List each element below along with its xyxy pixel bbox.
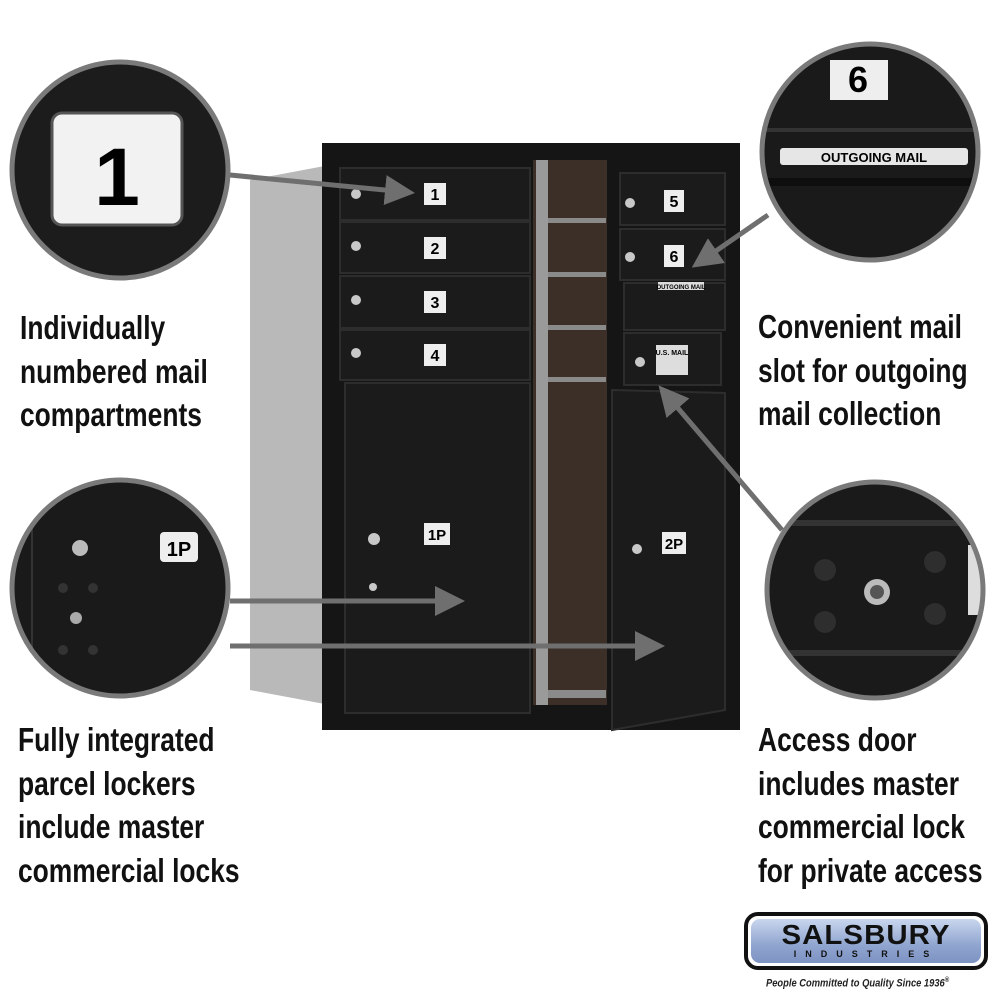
- compartment-tags: 1 2 3 4 5 6 1P 2P OUTGOING MAIL U.S. MAI…: [424, 183, 706, 554]
- callout-top-left: 1: [9, 59, 231, 281]
- svg-text:4: 4: [431, 348, 440, 365]
- caption-line: Fully integrated: [18, 721, 215, 758]
- callout-bottom-right: [764, 479, 986, 701]
- cabinet-side: [250, 165, 330, 705]
- caption-line: commercial locks: [18, 851, 240, 889]
- tagline-text: People Committed to Quality Since 1936: [766, 977, 945, 990]
- caption-line: parcel lockers: [18, 764, 196, 802]
- caption-compartments: Individually numbered mail compartments: [20, 306, 208, 437]
- caption-line: Individually: [20, 309, 166, 346]
- svg-text:1: 1: [94, 132, 140, 223]
- svg-text:3: 3: [431, 295, 440, 312]
- salsbury-logo: SALSBURY INDUSTRIES: [744, 912, 988, 970]
- caption-access-door: Access door includes master commercial l…: [758, 718, 983, 892]
- caption-line: includes master: [758, 764, 960, 802]
- svg-text:OUTGOING MAIL: OUTGOING MAIL: [821, 150, 927, 165]
- locks: [351, 189, 645, 591]
- caption-line: include master: [18, 808, 205, 845]
- caption-parcel-lockers: Fully integrated parcel lockers include …: [18, 718, 240, 892]
- caption-outgoing-slot: Convenient mail slot for outgoing mail c…: [758, 305, 968, 436]
- svg-text:2: 2: [431, 241, 440, 258]
- caption-line: mail collection: [758, 395, 942, 432]
- caption-line: slot for outgoing: [758, 351, 968, 389]
- caption-line: for private access: [758, 851, 983, 889]
- svg-text:2P: 2P: [665, 536, 683, 553]
- callout-top-right: 6 OUTGOING MAIL: [759, 41, 981, 263]
- caption-line: Convenient mail: [758, 308, 962, 345]
- svg-text:5: 5: [670, 194, 679, 211]
- logo-tagline: People Committed to Quality Since 1936®: [766, 977, 949, 990]
- logo-name: SALSBURY: [781, 919, 951, 950]
- svg-text:1: 1: [431, 187, 440, 204]
- svg-text:OUTGOING MAIL: OUTGOING MAIL: [657, 285, 706, 291]
- registered-mark: ®: [944, 977, 950, 984]
- svg-text:6: 6: [848, 59, 868, 100]
- caption-line: Access door: [758, 721, 917, 758]
- callout-arrows: [229, 172, 784, 661]
- caption-line: commercial lock: [758, 808, 965, 845]
- svg-text:1P: 1P: [167, 539, 191, 561]
- svg-text:6: 6: [670, 249, 679, 266]
- caption-line: numbered mail: [20, 352, 208, 390]
- svg-text:U.S. MAIL: U.S. MAIL: [656, 350, 689, 357]
- svg-text:1P: 1P: [428, 527, 446, 544]
- logo-sub: INDUSTRIES: [793, 949, 939, 959]
- caption-line: compartments: [20, 396, 202, 433]
- callout-bottom-left: 1P: [9, 477, 231, 699]
